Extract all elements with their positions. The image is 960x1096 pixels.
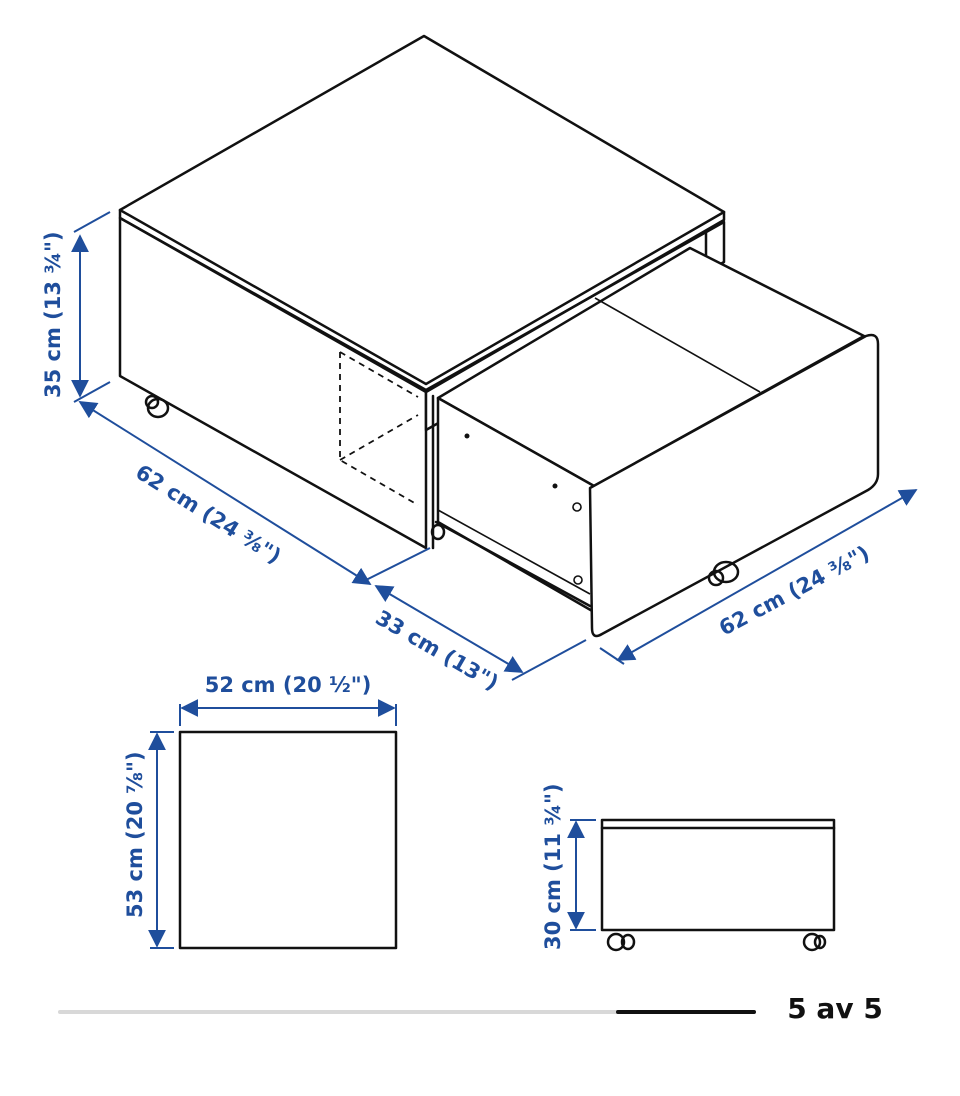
carousel-progress-fill: [616, 1010, 756, 1014]
drawer-height-label: 30 cm (11 ¾"): [541, 783, 565, 950]
carousel-page-counter: 5 av 5: [787, 992, 883, 1025]
drawer-depth-label: 53 cm (20 ⅞"): [123, 751, 147, 918]
drawer-width-label: 52 cm (20 ½"): [205, 673, 372, 697]
drawer-top-view: 52 cm (20 ½") 53 cm (20 ⅞"): [123, 673, 398, 950]
drawer-side-rect: [600, 818, 836, 932]
height-main-label: 35 cm (13 ¾"): [41, 231, 65, 398]
drawer-extension-label: 33 cm (13"): [372, 606, 503, 696]
depth-left-label: 62 cm (24 ⅜"): [131, 460, 285, 569]
drawer-top-rect: [178, 730, 398, 950]
carousel-progress-track: [58, 1010, 756, 1014]
drawer-side-view: 30 cm (11 ¾"): [541, 783, 836, 952]
storage-box-isometric: [118, 34, 880, 638]
